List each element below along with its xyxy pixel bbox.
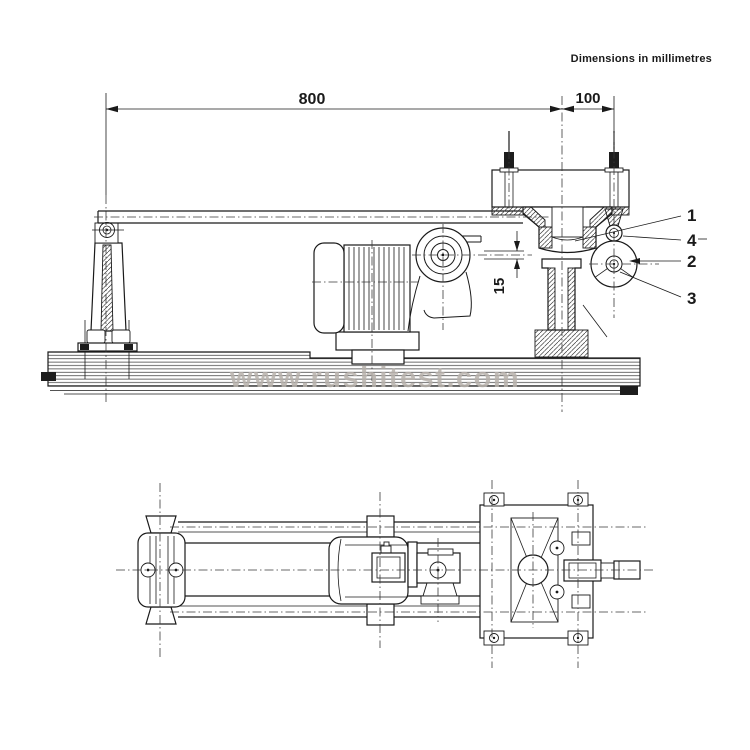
motor-end-bell [313, 242, 345, 334]
side-elevation-view: 800 100 15 1 4 2 [41, 90, 707, 412]
gearbox [407, 227, 482, 332]
units-note: Dimensions in millimetres [571, 53, 712, 65]
part-callouts: 1 4 2 3 [574, 206, 707, 308]
dimension-800: 800 [105, 91, 615, 195]
motor-pad [366, 603, 395, 626]
callout-2: 2 [687, 252, 696, 271]
dimension-100-label: 100 [575, 90, 600, 107]
clamping-bolt-left [499, 131, 519, 212]
plan-centerlines [116, 480, 656, 668]
motor-fins [348, 247, 405, 330]
anvil-base [534, 329, 589, 358]
stand-rib-section [100, 244, 114, 332]
callout-1: 1 [687, 206, 696, 225]
dimension-100: 100 [562, 90, 614, 113]
stand-base-flange [77, 342, 138, 352]
follower-assembly [563, 531, 641, 609]
dimension-800-label: 800 [299, 91, 326, 108]
plan-view [116, 480, 656, 668]
callout-3: 3 [687, 289, 696, 308]
table-plate [491, 169, 630, 208]
motor-pedestal [351, 349, 405, 365]
pivot-stand [77, 222, 138, 379]
plan-table [479, 492, 641, 646]
side-view-centerlines [94, 96, 659, 412]
callout-4: 4 [687, 231, 697, 250]
terminal-box [371, 552, 406, 583]
dimension-15-label: 15 [491, 278, 508, 295]
plan-motor [328, 515, 409, 626]
motor-pad [366, 515, 395, 538]
foundation [41, 351, 641, 395]
mounting-table [491, 131, 630, 254]
anvil [534, 258, 608, 358]
hammer-pedestal [522, 206, 613, 254]
dimension-15: 15 [484, 231, 524, 294]
motor-bracket [335, 331, 420, 351]
drive-motor [313, 242, 420, 365]
watermark-text: www.rushitest.com [229, 362, 520, 394]
anchor-foot-right [620, 386, 638, 395]
plan-shaft-bearing [407, 541, 461, 605]
anchor-foot-left [41, 372, 56, 381]
bolt-pocket [551, 206, 584, 238]
